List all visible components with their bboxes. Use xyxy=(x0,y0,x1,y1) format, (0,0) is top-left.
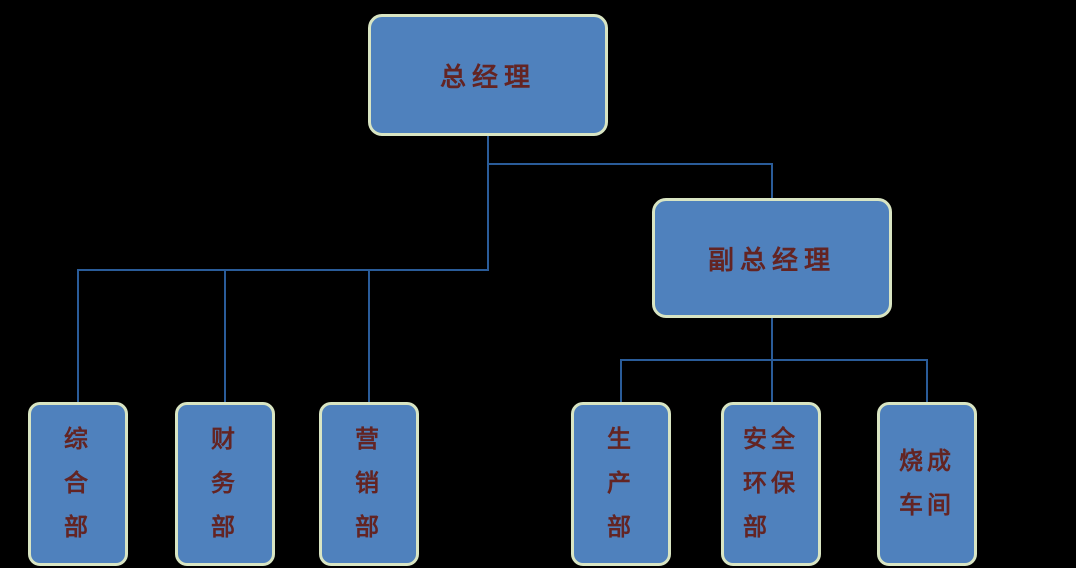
org-node-dept-zonghe: 综 合 部 xyxy=(28,402,128,566)
connector-drop-yingxiao xyxy=(368,269,370,402)
connector-dgm-drop xyxy=(771,163,773,198)
org-node-label: 财 务 部 xyxy=(211,418,239,550)
label-line: 部 xyxy=(607,515,635,541)
label-line: 综 xyxy=(64,427,92,453)
org-node-label: 综 合 部 xyxy=(64,418,92,550)
org-node-dept-shengchan: 生 产 部 xyxy=(571,402,671,566)
label-line: 车间 xyxy=(899,493,955,519)
org-node-general-manager: 总经理 xyxy=(368,14,608,136)
label-line: 部 xyxy=(64,515,92,541)
connector-drop-shaocheng xyxy=(926,359,928,402)
org-node-label: 安全 环保 部 xyxy=(743,418,799,550)
connector-gm-down xyxy=(487,136,489,270)
connector-gm-to-dgm-horizontal xyxy=(487,163,773,165)
org-node-label: 总经理 xyxy=(439,62,536,92)
org-node-dept-caiwu: 财 务 部 xyxy=(175,402,275,566)
label-line: 烧成 xyxy=(899,449,955,475)
org-node-dept-anquan-huanbao: 安全 环保 部 xyxy=(721,402,821,566)
org-node-deputy-general-manager: 副总经理 xyxy=(652,198,892,318)
org-node-label: 烧成 车间 xyxy=(899,440,955,528)
label-line: 部 xyxy=(355,515,383,541)
org-node-label: 营 销 部 xyxy=(355,418,383,550)
label-line: 营 xyxy=(355,427,383,453)
connector-left-group-horizontal xyxy=(77,269,489,271)
label-line: 销 xyxy=(355,471,383,497)
org-node-dept-shaocheng: 烧成 车间 xyxy=(877,402,977,566)
label-line: 环保 xyxy=(743,471,799,497)
label-line: 部 xyxy=(743,515,771,541)
label-line: 生 xyxy=(607,427,635,453)
label-line: 安全 xyxy=(743,427,799,453)
org-node-label: 生 产 部 xyxy=(607,418,635,550)
label-line: 部 xyxy=(211,515,239,541)
label-line: 财 xyxy=(211,427,239,453)
connector-drop-caiwu xyxy=(224,269,226,402)
label-line: 务 xyxy=(211,471,239,497)
connector-drop-zonghe xyxy=(77,269,79,402)
org-node-dept-yingxiao: 营 销 部 xyxy=(319,402,419,566)
connector-right-group-horizontal xyxy=(620,359,928,361)
label-line: 合 xyxy=(64,471,92,497)
connector-drop-shengchan xyxy=(620,359,622,402)
org-node-label: 副总经理 xyxy=(707,245,836,275)
label-line: 产 xyxy=(607,471,635,497)
